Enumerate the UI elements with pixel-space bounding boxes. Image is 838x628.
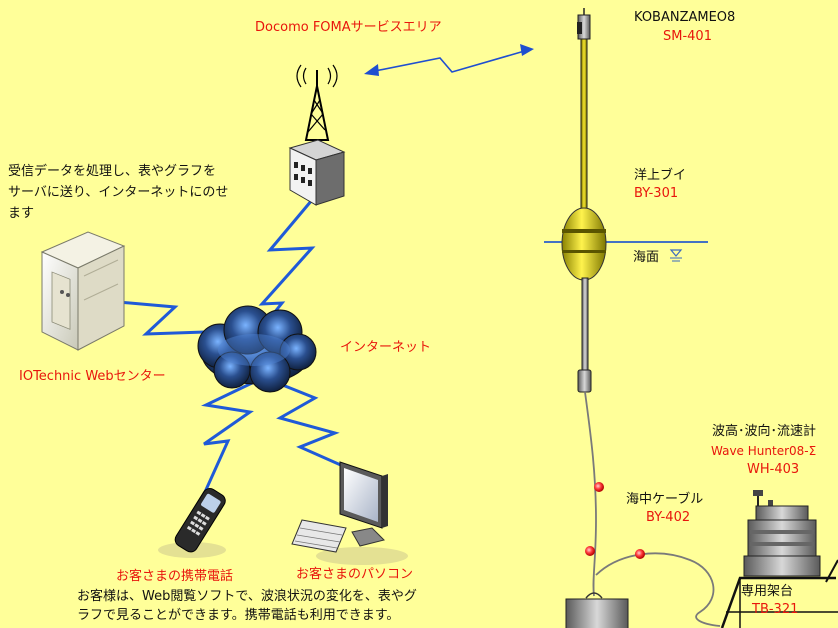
personal-computer-icon (291, 461, 408, 565)
undersea-cable (584, 391, 721, 627)
sensor-name-label: KOBANZAMEO8 (634, 10, 736, 25)
base-station-icon (288, 139, 346, 206)
cable-model-label: BY-402 (646, 510, 691, 525)
buoy-name-label: 洋上ブイ (634, 168, 687, 183)
link-internet-to-phone (201, 381, 254, 493)
footer-line-2: ラフで見ることができます。携帯電話も利用できます。 (77, 608, 400, 623)
radio-tower-icon (296, 64, 338, 141)
server-icon (40, 231, 126, 351)
meter-name-label: 波高･波向･流速計 (712, 424, 817, 439)
internet-label: インターネット (340, 340, 432, 355)
link-server-to-internet (117, 300, 206, 336)
meter-product-label: Wave Hunter08-Σ (711, 444, 817, 458)
anchor-weight-icon (565, 592, 629, 628)
sensor-model-label: SM-401 (663, 29, 712, 44)
wireless-link-arrow (364, 44, 534, 76)
buoy-model-label: BY-301 (634, 186, 679, 201)
wave-hunter-sensor-icon (743, 490, 821, 577)
description-line-1: 受信データを処理し、表やグラフを (8, 164, 217, 179)
internet-cloud-icon (197, 305, 317, 393)
buoy-mast (577, 277, 592, 393)
antenna-pole (577, 8, 591, 220)
link-internet-to-pc (269, 378, 353, 472)
network-links (117, 199, 353, 493)
customer-pc-label: お客さまのパソコン (296, 567, 414, 582)
cable-name-label: 海中ケーブル (626, 492, 704, 507)
description-line-3: ます (8, 206, 35, 221)
cable-float-markers (585, 482, 645, 559)
service-area-label: Docomo FOMAサービスエリア (255, 20, 442, 35)
meter-model-label: WH-403 (747, 462, 800, 477)
mount-name-label: 専用架台 (741, 584, 794, 599)
customer-phone-label: お客さまの携帯電話 (116, 569, 234, 584)
mobile-phone-icon (158, 488, 226, 558)
link-tower-to-internet (258, 199, 316, 329)
mount-model-label: TB-321 (752, 602, 799, 617)
sea-surface-label: 海面 (633, 250, 660, 265)
mount-frame-icon (720, 559, 838, 628)
footer-line-1: お客様は、Web閲覧ソフトで、波浪状況の変化を、表やグ (77, 589, 417, 604)
description-line-2: サーバに送り、インターネットにのせ (8, 185, 229, 200)
buoy-icon (561, 207, 607, 281)
web-center-label: IOTechnic Webセンター (19, 369, 166, 384)
